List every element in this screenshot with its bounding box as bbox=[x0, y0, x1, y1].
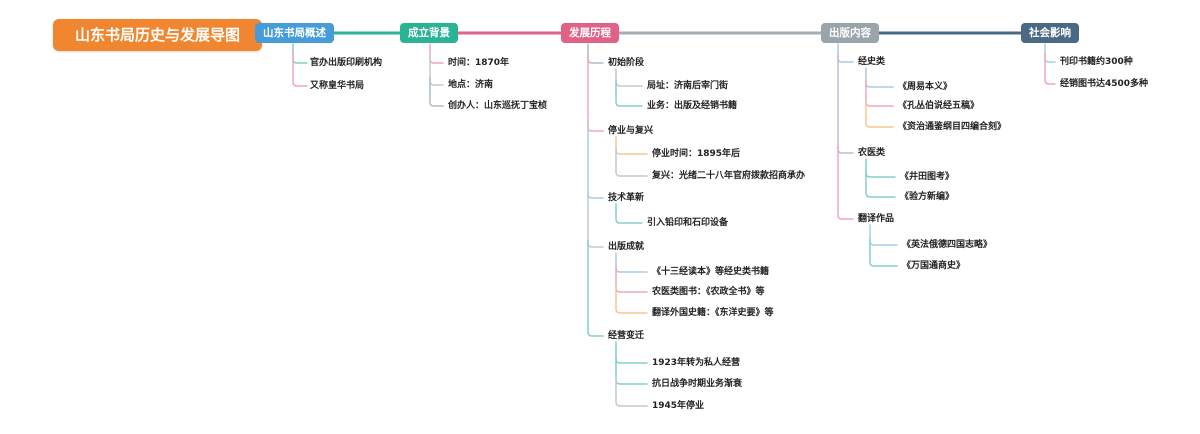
leaf-node[interactable]: 《资治通鉴纲目四编合刻》 bbox=[898, 122, 1007, 132]
leaf-node[interactable]: 官办出版印刷机构 bbox=[310, 58, 383, 68]
subtopic-node[interactable]: 技术革新 bbox=[608, 193, 645, 203]
leaf-node[interactable]: 时间：1870年 bbox=[448, 58, 510, 68]
branch-background[interactable]: 成立背景 bbox=[400, 23, 458, 43]
leaf-node[interactable]: 引入铅印和石印设备 bbox=[647, 218, 729, 228]
subtopic-node[interactable]: 经史类 bbox=[858, 57, 886, 67]
leaf-node[interactable]: 经销图书达4500多种 bbox=[1060, 79, 1149, 89]
subtopic-node[interactable]: 经营变迁 bbox=[608, 331, 645, 341]
branch-publications[interactable]: 出版内容 bbox=[821, 23, 879, 43]
leaf-node[interactable]: 创办人：山东巡抚丁宝桢 bbox=[448, 101, 548, 111]
subtopic-node[interactable]: 出版成就 bbox=[608, 242, 645, 252]
leaf-node[interactable]: 业务：出版及经销书籍 bbox=[647, 101, 738, 111]
subtopic-node[interactable]: 初始阶段 bbox=[608, 58, 645, 68]
leaf-node[interactable]: 地点：济南 bbox=[448, 80, 494, 90]
leaf-node[interactable]: 1945年停业 bbox=[652, 401, 705, 411]
branch-overview[interactable]: 山东书局概述 bbox=[255, 23, 334, 43]
leaf-node[interactable]: 《井田图考》 bbox=[900, 172, 955, 182]
leaf-node[interactable]: 农医类图书：《农政全书》等 bbox=[652, 287, 765, 297]
leaf-node[interactable]: 《周易本义》 bbox=[898, 82, 953, 92]
leaf-node[interactable]: 《万国通商史》 bbox=[902, 261, 966, 271]
leaf-node[interactable]: 《孔丛伯说经五稿》 bbox=[898, 101, 980, 111]
subtopic-node[interactable]: 翻译作品 bbox=[858, 214, 895, 224]
leaf-node[interactable]: 翻译外国史籍：《东洋史要》等 bbox=[652, 308, 774, 318]
leaf-node[interactable]: 刊印书籍约300种 bbox=[1060, 57, 1133, 67]
leaf-node[interactable]: 停业时间：1895年后 bbox=[652, 149, 741, 159]
leaf-node[interactable]: 又称皇华书局 bbox=[310, 81, 365, 91]
subtopic-node[interactable]: 农医类 bbox=[858, 148, 886, 158]
leaf-node[interactable]: 复兴：光绪二十八年官府拨款招商承办 bbox=[652, 171, 806, 181]
leaf-node[interactable]: 《英法俄德四国志略》 bbox=[902, 240, 993, 250]
branch-impact[interactable]: 社会影响 bbox=[1021, 23, 1079, 43]
leaf-node[interactable]: 1923年转为私人经营 bbox=[652, 358, 741, 368]
root-node[interactable]: 山东书局历史与发展导图 bbox=[53, 19, 263, 51]
leaf-node[interactable]: 《十三经读本》等经史类书籍 bbox=[652, 267, 770, 277]
branch-development[interactable]: 发展历程 bbox=[561, 23, 619, 43]
leaf-node[interactable]: 局址：济南后宰门街 bbox=[647, 81, 729, 91]
leaf-node[interactable]: 抗日战争时期业务渐衰 bbox=[652, 379, 743, 389]
leaf-node[interactable]: 《验方新编》 bbox=[900, 192, 955, 202]
subtopic-node[interactable]: 停业与复兴 bbox=[608, 126, 654, 136]
